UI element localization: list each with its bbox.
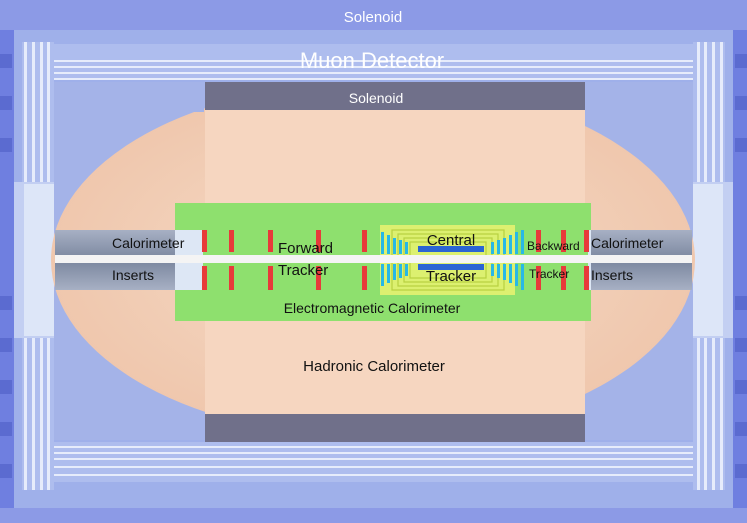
backward-tracker-label-2: Tracker bbox=[529, 267, 569, 281]
em-calorimeter-label: Electromagnetic Calorimeter bbox=[284, 300, 461, 316]
forward-tracker-label-2: Tracker bbox=[278, 262, 328, 279]
outer-edge-notches bbox=[0, 54, 747, 478]
red-tracker-disks bbox=[202, 230, 589, 290]
central-vertex-upper bbox=[418, 246, 484, 252]
tracker-disks-right bbox=[491, 230, 524, 290]
inner-solenoid-label: Solenoid bbox=[349, 90, 404, 106]
calorimeter-left-label: Calorimeter bbox=[112, 235, 185, 251]
muon-bottom-layers bbox=[52, 442, 695, 482]
outer-solenoid-top-band bbox=[0, 0, 747, 30]
central-vertex-lower bbox=[418, 264, 484, 270]
central-tracker-label-2: Tracker bbox=[426, 268, 476, 285]
muon-top-layers bbox=[52, 44, 695, 80]
outer-solenoid-label: Solenoid bbox=[344, 9, 402, 26]
inner-solenoid-top bbox=[205, 82, 585, 110]
had-mask-tl bbox=[54, 82, 204, 112]
inner-solenoid-bottom bbox=[205, 414, 585, 442]
muon-detector-label: Muon Detector bbox=[300, 48, 444, 73]
inserts-right-label: Inserts bbox=[591, 267, 633, 283]
left-insert-light bbox=[24, 184, 54, 336]
right-insert-light bbox=[693, 184, 723, 336]
tracker-disks-left bbox=[381, 232, 408, 286]
outer-solenoid-bottom-band bbox=[0, 508, 747, 523]
calorimeter-right-label: Calorimeter bbox=[591, 235, 664, 251]
inserts-left-label: Inserts bbox=[112, 267, 154, 283]
central-tracker-label-1: Central bbox=[427, 232, 475, 249]
forward-tracker-label-1: Forward bbox=[278, 240, 333, 257]
hadronic-calorimeter-label: Hadronic Calorimeter bbox=[303, 358, 445, 375]
beam-pipe bbox=[55, 255, 692, 263]
backward-tracker-label-1: Backward bbox=[527, 239, 580, 253]
